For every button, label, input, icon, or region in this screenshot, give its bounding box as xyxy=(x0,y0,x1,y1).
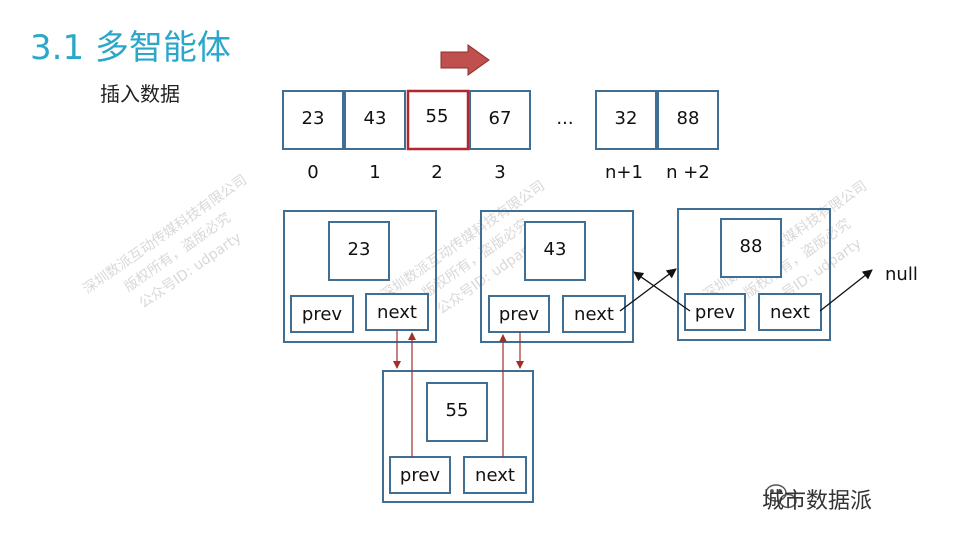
link-arrow-88-next-to-null xyxy=(819,269,873,312)
array-value: 88 xyxy=(677,108,700,129)
array-cell-0: 23 xyxy=(282,90,344,150)
node-prev-label: prev xyxy=(499,304,540,325)
node-next-label: next xyxy=(475,465,515,486)
wechat-icon xyxy=(765,484,797,509)
node-prev-label: prev xyxy=(302,304,343,325)
page-title: 3.1 多智能体 xyxy=(30,28,231,68)
array-cell-3: 67 xyxy=(469,90,531,150)
array-value: 43 xyxy=(364,108,387,129)
shift-right-arrow xyxy=(440,44,490,76)
array-value: 32 xyxy=(615,108,638,129)
array-index: n+1 xyxy=(605,162,643,183)
array-index: 3 xyxy=(494,162,505,183)
list-node-23: 23 prev next xyxy=(283,210,437,343)
array-ellipsis: ... xyxy=(556,108,573,129)
array-value: 23 xyxy=(302,108,325,129)
array-index: 0 xyxy=(307,162,318,183)
array-cell-n2: 88 xyxy=(657,90,719,150)
array-index: n +2 xyxy=(666,162,710,183)
array-value: 67 xyxy=(489,108,512,129)
list-node-88: 88 prev next xyxy=(677,208,831,341)
list-node-43: 43 prev next xyxy=(480,210,634,343)
node-next-label: next xyxy=(770,302,810,323)
node-value: 55 xyxy=(446,400,469,421)
null-label: null xyxy=(885,264,918,285)
array-cell-n1: 32 xyxy=(595,90,657,150)
link-arrow-88-prev-to-43 xyxy=(633,271,691,312)
node-value: 23 xyxy=(348,239,371,260)
node-value: 43 xyxy=(544,239,567,260)
node-prev-label: prev xyxy=(695,302,736,323)
array-cell-1: 43 xyxy=(344,90,406,150)
array-index: 2 xyxy=(431,162,442,183)
node-value: 88 xyxy=(740,236,763,257)
array-value: 55 xyxy=(426,106,449,127)
node-prev-label: prev xyxy=(400,465,441,486)
section-subtitle: 插入数据 xyxy=(100,82,180,106)
node-next-label: next xyxy=(377,302,417,323)
link-arrow-43-next-to-88 xyxy=(619,268,677,312)
array-cell-2-inserted: 55 xyxy=(406,89,470,151)
list-node-55-inserted: 55 prev next xyxy=(382,370,534,503)
array-index: 1 xyxy=(369,162,380,183)
node-next-label: next xyxy=(574,304,614,325)
brand-footer: 城市数据派 xyxy=(762,489,873,514)
